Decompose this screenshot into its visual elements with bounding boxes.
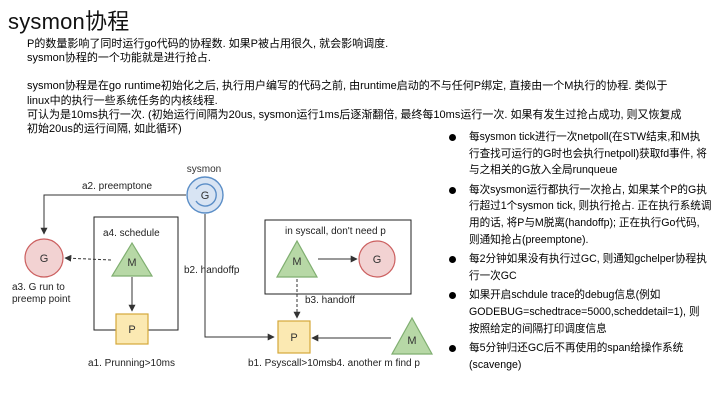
list-item-line: 每5分钟归还GC后不再使用的span给操作系统 bbox=[469, 342, 684, 355]
list-item-line: 与之相关的G放入全局runqueue bbox=[469, 164, 618, 177]
preemptone-arrow bbox=[40, 194, 186, 235]
list-item-line: 每sysmon tick进行一次netpoll(在STW结束,和M执 bbox=[469, 131, 701, 143]
intro-line: 初始20us的运行间隔, 如此循环) bbox=[27, 123, 182, 136]
list-item-line: 按照给定的间隔打印调度信息 bbox=[469, 322, 607, 335]
intro-line: 可认为是10ms执行一次. (初始运行间隔为20us, sysmon运行1ms后… bbox=[27, 108, 682, 121]
list-item-line: 用的话, 将P与M脱离(handoffp); 正在执行Go代码, bbox=[469, 216, 700, 229]
intro-line: P的数量影响了同时运行go代码的协程数. 如果P被占用很久, 就会影响调度. bbox=[27, 38, 389, 50]
m-node-mid bbox=[275, 239, 319, 278]
sysmon-circle bbox=[186, 176, 224, 214]
p-node-mid-label: P bbox=[290, 332, 297, 344]
list-item: 每次sysmon运行都执行一次抢占, 如果某个P的G执 行超过1个sysmon … bbox=[446, 182, 716, 248]
a2-label: a2. preemptone bbox=[82, 181, 152, 192]
intro-text: P的数量影响了同时运行go代码的协程数. 如果P被占用很久, 就会影响调度. s… bbox=[27, 37, 692, 136]
bullet-icon bbox=[449, 256, 456, 264]
sysmon-label: sysmon bbox=[187, 164, 221, 175]
m-node-left bbox=[110, 241, 154, 277]
feature-list: 每sysmon tick进行一次netpoll(在STW结束,和M执 行查找可运… bbox=[446, 129, 716, 376]
intro-line: linux中的执行一些系统任务的内核线程. bbox=[27, 94, 218, 107]
m-node-right bbox=[390, 316, 434, 355]
handoffp-arrow bbox=[204, 214, 275, 341]
list-item-line: (scavenge) bbox=[469, 358, 522, 371]
list-item-line: GODEBUG=schedtrace=5000,scheddetail=1), … bbox=[469, 305, 700, 318]
list-item-line: 则通知抢占(preemptone). bbox=[469, 233, 589, 246]
sysmon-g-label: G bbox=[201, 190, 210, 202]
intro-line: sysmon协程是在go runtime初始化之后, 执行用户编写的代码之前, … bbox=[27, 80, 668, 93]
g-node-mid bbox=[358, 240, 396, 278]
g-node-mid-label: G bbox=[373, 254, 382, 266]
list-item-line: 如果开启schdule trace的debug信息(例如 bbox=[469, 289, 661, 302]
list-item-line: 每次sysmon运行都执行一次抢占, 如果某个P的G执 bbox=[469, 183, 707, 196]
list-item: 如果开启schdule trace的debug信息(例如 GODEBUG=sch… bbox=[446, 287, 716, 337]
m-node-right-label: M bbox=[407, 335, 416, 347]
p-node-mid bbox=[277, 320, 311, 354]
syscall-label: in syscall, don't need p bbox=[285, 226, 386, 237]
g-node-left-label: G bbox=[40, 253, 49, 265]
intro-line: sysmon协程的一个功能就是进行抢占. bbox=[27, 52, 211, 65]
list-item-line: 每2分钟如果没有执行过GC, 则通知gchelper协程执 bbox=[469, 253, 707, 266]
b4-label: b4. another m find p bbox=[331, 358, 420, 369]
a1-label: a1. Prunning>10ms bbox=[88, 358, 175, 369]
syscall-box bbox=[264, 219, 412, 295]
list-item: 每2分钟如果没有执行过GC, 则通知gchelper协程执 行一次GC bbox=[446, 251, 716, 284]
p-node-left-label: P bbox=[128, 324, 135, 336]
a3-label-line1: a3. G run to bbox=[12, 282, 65, 293]
cycle-icon bbox=[195, 183, 217, 207]
a4-label: a4. schedule bbox=[103, 228, 160, 239]
a3-label-line2: preemp point bbox=[12, 294, 71, 305]
p-node-left bbox=[115, 313, 149, 345]
page-title: sysmon协程 bbox=[8, 9, 130, 34]
bullet-icon bbox=[449, 134, 456, 141]
m-node-mid-label: M bbox=[292, 256, 301, 268]
list-item: 每5分钟归还GC后不再使用的span给操作系统 (scavenge) bbox=[446, 340, 716, 373]
bullet-icon bbox=[449, 186, 456, 194]
dashed-arrow-m-to-g bbox=[64, 254, 112, 262]
g-node-left bbox=[24, 238, 64, 278]
list-item-line: 行超过1个sysmon tick, 则执行抢占. 正在执行系统调 bbox=[469, 200, 712, 213]
bullet-icon bbox=[449, 292, 456, 300]
list-item: 每sysmon tick进行一次netpoll(在STW结束,和M执 行查找可运… bbox=[446, 129, 716, 179]
b2-label: b2. handoffp bbox=[184, 265, 240, 276]
m-node-left-label: M bbox=[127, 257, 136, 269]
b1-label: b1. Psyscall>10ms bbox=[248, 358, 332, 369]
b3-label: b3. handoff bbox=[305, 295, 355, 306]
list-item-line: 行查找可运行的G时也会执行netpoll)获取fd事件, 将 bbox=[469, 147, 707, 160]
bullet-icon bbox=[449, 345, 456, 353]
list-item-line: 行一次GC bbox=[469, 269, 517, 282]
